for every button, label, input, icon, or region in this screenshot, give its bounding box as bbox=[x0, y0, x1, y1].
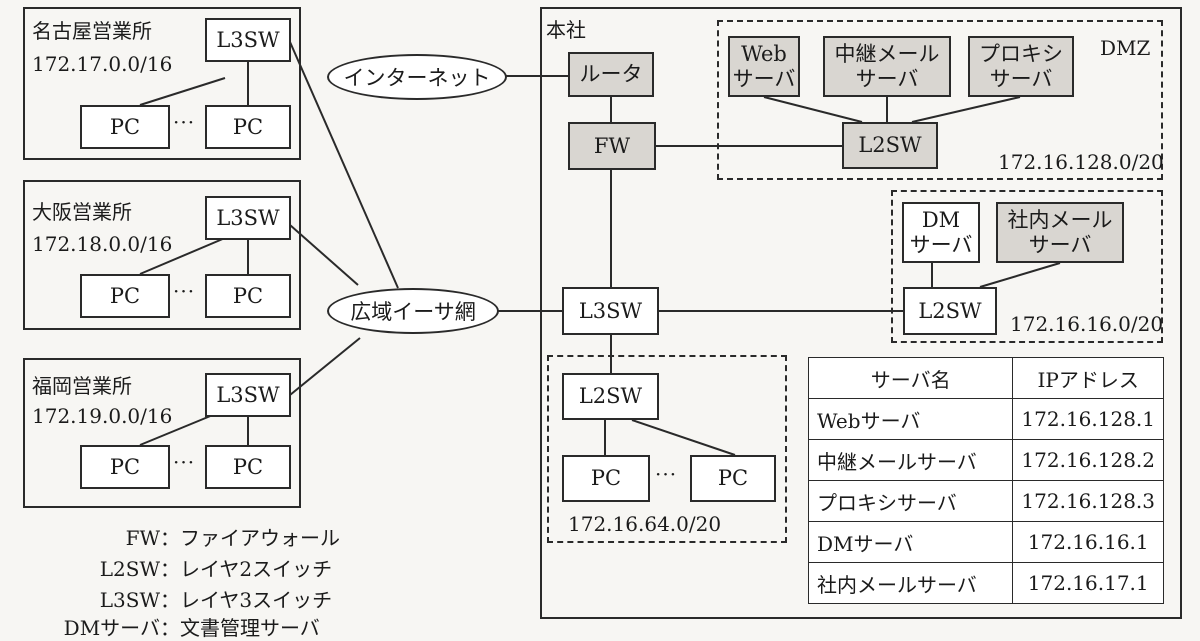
fukuoka-pc-2: PC bbox=[205, 445, 291, 489]
server-ip-table: サーバ名 IPアドレス Webサーバ 172.16.128.1 中継メールサーバ… bbox=[807, 357, 1164, 604]
table-cell-ip: 172.16.128.1 bbox=[1012, 398, 1164, 440]
fukuoka-l3sw: L3SW bbox=[205, 373, 291, 417]
pc-lan-l2sw: L2SW bbox=[562, 373, 659, 420]
pc-lan-pc-2: PC bbox=[690, 455, 776, 502]
legend-key: L3SW： bbox=[99, 588, 180, 612]
server-lan-l2sw: L2SW bbox=[903, 287, 997, 335]
table-cell-ip: 172.16.128.2 bbox=[1012, 439, 1164, 481]
internal-mail-server-line2: サーバ bbox=[1028, 232, 1092, 257]
legend-l3sw: L3SW：レイヤ3スイッチ bbox=[60, 584, 332, 613]
nagoya-pc-2: PC bbox=[205, 105, 291, 149]
dmz-relay-mail-server-line2: サーバ bbox=[855, 66, 919, 91]
connection-lines bbox=[139, 41, 1061, 456]
hq-router: ルータ bbox=[568, 52, 654, 97]
table-header-row: サーバ名 IPアドレス bbox=[807, 357, 1164, 399]
table-row: 中継メールサーバ 172.16.128.2 bbox=[807, 439, 1164, 481]
dmz-web-server-line1: Web bbox=[741, 42, 787, 67]
table-row: Webサーバ 172.16.128.1 bbox=[807, 398, 1164, 440]
legend-key: L2SW： bbox=[99, 557, 180, 581]
dmz-web-server-line2: サーバ bbox=[732, 66, 796, 91]
table-cell-server: DMサーバ bbox=[807, 521, 1014, 563]
headquarters bbox=[540, 7, 1182, 619]
legend-dm-server: DMサーバ：文書管理サーバ bbox=[60, 612, 320, 641]
table-row: プロキシサーバ 172.16.128.3 bbox=[807, 480, 1164, 522]
legend-fw: FW：ファイアウォール bbox=[60, 522, 340, 551]
wan-cloud: 広域イーサ網 bbox=[327, 288, 499, 334]
legend-value: レイヤ2スイッチ bbox=[180, 557, 333, 581]
legend-value: ファイアウォール bbox=[180, 526, 340, 550]
nagoya-l3sw: L3SW bbox=[205, 18, 291, 62]
branch-osaka bbox=[23, 180, 301, 330]
legend-l2sw: L2SW：レイヤ2スイッチ bbox=[60, 553, 332, 582]
legend-key: DMサーバ： bbox=[63, 616, 180, 640]
branch-nagoya bbox=[23, 7, 301, 160]
pc-lan-network: 172.16.64.0/20 bbox=[568, 512, 722, 536]
table-header-ip-address: IPアドレス bbox=[1012, 357, 1164, 399]
table-cell-server: Webサーバ bbox=[807, 398, 1014, 440]
table-cell-ip: 172.16.16.1 bbox=[1012, 521, 1164, 563]
osaka-pc-1: PC bbox=[80, 274, 170, 318]
dmz-proxy-server-line1: プロキシ bbox=[979, 42, 1063, 67]
dmz-label: DMZ bbox=[1100, 36, 1151, 60]
dmz-relay-mail-server-line1: 中継メール bbox=[834, 42, 940, 67]
dmz-network: 172.16.128.0/20 bbox=[998, 150, 1164, 174]
pc-lan-zone bbox=[547, 355, 787, 543]
table-cell-ip: 172.16.128.3 bbox=[1012, 480, 1164, 522]
dmz-relay-mail-server: 中継メール サーバ bbox=[823, 36, 951, 97]
table-cell-server: 中継メールサーバ bbox=[807, 439, 1014, 481]
internal-mail-server: 社内メール サーバ bbox=[996, 202, 1124, 263]
table-row: DMサーバ 172.16.16.1 bbox=[807, 521, 1164, 563]
dm-server: DM サーバ bbox=[902, 202, 980, 263]
legend-value: レイヤ3スイッチ bbox=[180, 588, 333, 612]
osaka-pc-2: PC bbox=[205, 274, 291, 318]
branch-osaka-name: 大阪営業所 bbox=[32, 200, 132, 224]
pc-lan-pc-1: PC bbox=[562, 455, 650, 502]
branch-fukuoka bbox=[23, 358, 301, 508]
table-cell-ip: 172.16.17.1 bbox=[1012, 562, 1164, 604]
legend-key: FW： bbox=[125, 526, 180, 550]
legend-value: 文書管理サーバ bbox=[180, 616, 320, 640]
server-lan-zone bbox=[891, 190, 1163, 343]
dm-server-line1: DM bbox=[921, 208, 961, 233]
hq-title: 本社 bbox=[546, 18, 586, 42]
dmz-web-server: Web サーバ bbox=[728, 36, 800, 97]
branch-nagoya-network: 172.17.0.0/16 bbox=[32, 52, 173, 76]
internal-mail-server-line1: 社内メール bbox=[1007, 208, 1113, 233]
pc-lan-pc-ellipsis: ··· bbox=[655, 462, 678, 486]
branch-nagoya-name: 名古屋営業所 bbox=[32, 19, 152, 43]
dmz-zone bbox=[717, 20, 1163, 180]
server-lan-network: 172.16.16.0/20 bbox=[1010, 312, 1164, 336]
fukuoka-pc-ellipsis: ··· bbox=[173, 450, 196, 474]
dmz-proxy-server: プロキシ サーバ bbox=[968, 36, 1074, 97]
branch-fukuoka-name: 福岡営業所 bbox=[32, 374, 132, 398]
table-cell-server: プロキシサーバ bbox=[807, 480, 1014, 522]
dmz-l2sw: L2SW bbox=[842, 122, 938, 169]
dmz-proxy-server-line2: サーバ bbox=[989, 66, 1053, 91]
fukuoka-pc-1: PC bbox=[80, 445, 170, 489]
table-cell-server: 社内メールサーバ bbox=[807, 562, 1014, 604]
internet-cloud: インターネット bbox=[327, 54, 507, 100]
hq-firewall: FW bbox=[568, 122, 656, 170]
table-row: 社内メールサーバ 172.16.17.1 bbox=[807, 562, 1164, 604]
osaka-pc-ellipsis: ··· bbox=[173, 279, 196, 303]
table-header-server-name: サーバ名 bbox=[807, 357, 1014, 399]
nagoya-pc-1: PC bbox=[80, 105, 170, 149]
nagoya-pc-ellipsis: ··· bbox=[173, 110, 196, 134]
dm-server-line2: サーバ bbox=[909, 232, 973, 257]
branch-osaka-network: 172.18.0.0/16 bbox=[32, 232, 173, 256]
hq-l3sw: L3SW bbox=[562, 287, 659, 335]
branch-fukuoka-network: 172.19.0.0/16 bbox=[32, 404, 173, 428]
osaka-l3sw: L3SW bbox=[205, 196, 291, 240]
